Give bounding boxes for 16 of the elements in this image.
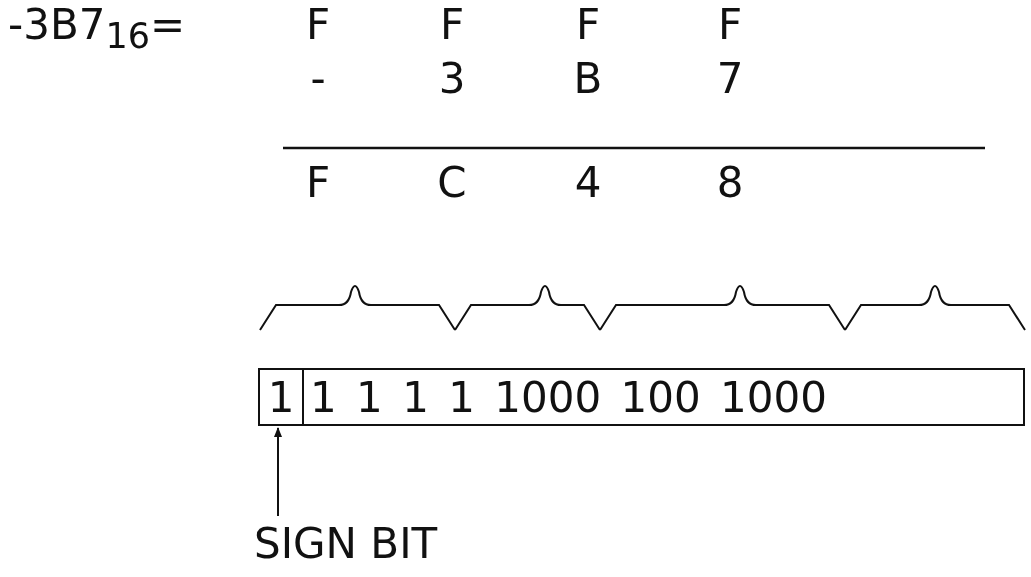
minus-sign: - [310,58,326,100]
sign-bit-cell: 1 [258,368,304,426]
digit: C [437,162,467,204]
digit: F [717,4,743,46]
digit: F [305,162,331,204]
digit: F [439,4,465,46]
digit: 8 [716,162,744,204]
digit: B [573,58,603,100]
digit: 7 [716,58,744,100]
digit: 4 [574,162,602,204]
register-cell: 1 1 1 1 1000 100 1000 [303,368,1025,426]
digit: F [305,4,331,46]
equation-label: -3B7$_{16}$= [8,4,186,55]
digit: 3 [438,58,466,100]
arrow [274,427,282,517]
digit: F [575,4,601,46]
